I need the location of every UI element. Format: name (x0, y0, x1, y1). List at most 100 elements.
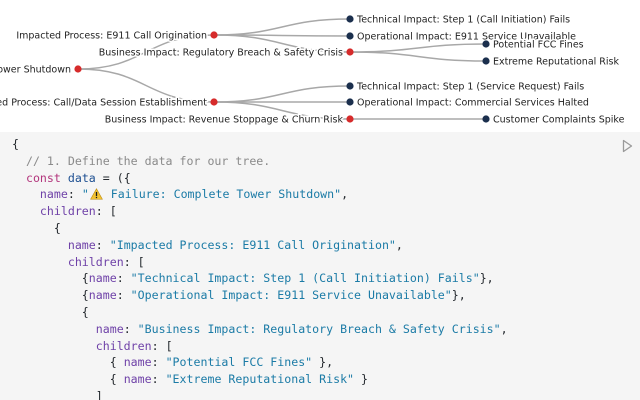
warning-icon (89, 188, 103, 200)
tree-link (213, 85, 351, 103)
code-line: children: [ (12, 254, 145, 271)
node-dot[interactable] (346, 15, 354, 23)
node-label: Technical Impact: Step 1 (Call Initiatio… (356, 15, 570, 26)
node-label: Complete Tower Shutdown (0, 65, 71, 76)
code-token-punct: { (12, 305, 89, 319)
code-token-punct: { (12, 271, 89, 286)
tree-inner-node[interactable]: Complete Tower Shutdown (0, 63, 82, 77)
code-token-key: name (67, 237, 96, 252)
tree-link (77, 34, 215, 70)
code-line: {name: "Operational Impact: E911 Service… (12, 287, 466, 304)
code-token-punct: , (341, 187, 349, 202)
code-token-punct (12, 187, 40, 201)
node-label: Business Impact: Revenue Stoppage & Chur… (105, 115, 344, 126)
code-line: {name: "Technical Impact: Step 1 (Call I… (12, 270, 494, 287)
code-token-key: name (88, 271, 117, 286)
code-line: children: [ (12, 203, 117, 220)
code-token-key: children (95, 338, 152, 353)
code-editor[interactable]: { // 1. Define the data for our tree. co… (0, 132, 640, 400)
tree-leaf-node[interactable]: Potential FCC Fines (482, 38, 585, 52)
node-dot[interactable] (346, 48, 354, 56)
tree-inner-node[interactable]: Impacted Process: Call/Data Session Esta… (0, 96, 218, 110)
code-token-punct: : (116, 288, 131, 303)
code-token-key: children (67, 254, 124, 269)
code-token-punct: { (12, 372, 124, 387)
tree-leaf-node[interactable]: Operational Impact: Commercial Services … (346, 96, 590, 110)
node-dot[interactable] (482, 40, 490, 48)
node-dot[interactable] (346, 98, 354, 106)
tree-leaf-node[interactable]: Extreme Reputational Risk (482, 55, 621, 69)
node-dot[interactable] (74, 65, 82, 73)
tree-inner-node[interactable]: Business Impact: Regulatory Breach & Saf… (97, 46, 354, 60)
node-label: Impacted Process: E911 Call Origination (16, 31, 207, 42)
code-line: { (12, 304, 89, 321)
code-token-punct: : (67, 187, 82, 202)
node-dot[interactable] (482, 57, 490, 65)
tree-leaf-node[interactable]: Operational Impact: E911 Service Unavail… (346, 30, 578, 44)
tree-link (213, 34, 351, 53)
code-line: name: "Impacted Process: E911 Call Origi… (12, 237, 403, 254)
code-line: const data = ({ (12, 170, 131, 187)
code-token-punct: : [ (123, 254, 145, 269)
code-line: name: " Failure: Complete Tower Shutdown… (12, 186, 348, 203)
tree-leaf-node[interactable]: Technical Impact: Step 1 (Call Initiatio… (346, 13, 572, 27)
code-token-punct: , (500, 321, 508, 336)
code-token-punct: }, (479, 271, 494, 286)
node-label: Operational Impact: Commercial Services … (357, 98, 589, 109)
code-token-string: Failure: Complete Tower Shutdown" (103, 187, 342, 202)
code-token-punct: }, (312, 355, 334, 370)
code-token-keyword: const (25, 170, 61, 185)
code-token-comment: // 1. Define the data for our tree. (12, 153, 271, 168)
code-token-punct: }, (451, 288, 466, 303)
code-token-key: name (39, 187, 68, 202)
code-token-string: "Impacted Process: E911 Call Origination… (109, 237, 396, 252)
tree-leaf-node[interactable]: Technical Impact: Step 1 (Service Reques… (346, 80, 586, 94)
node-dot[interactable] (210, 31, 218, 39)
node-label: Extreme Reputational Risk (493, 57, 619, 68)
code-token-punct (61, 171, 68, 185)
tree-inner-node[interactable]: Impacted Process: E911 Call Origination (15, 29, 218, 43)
code-token-punct (12, 171, 26, 185)
code-token-punct (12, 339, 96, 353)
node-label: Customer Complaints Spike (493, 115, 625, 126)
code-token-punct: : (151, 355, 166, 370)
code-line: { name: "Potential FCC Fines" }, (12, 354, 333, 371)
tree-link (77, 68, 215, 103)
code-line: name: "Business Impact: Regulatory Breac… (12, 321, 508, 338)
code-token-punct: : (151, 372, 166, 387)
node-dot[interactable] (482, 115, 490, 123)
node-dot[interactable] (346, 32, 354, 40)
code-token-punct: { (12, 221, 61, 235)
node-dot[interactable] (210, 98, 218, 106)
code-token-punct: { (12, 355, 124, 370)
code-token-key: name (95, 321, 124, 336)
code-token-key: name (123, 355, 152, 370)
code-line: // 1. Define the data for our tree. (12, 153, 270, 170)
code-token-var: data (67, 170, 96, 185)
code-token-punct: } (354, 372, 369, 387)
code-token-punct (12, 204, 40, 218)
code-line: children: [ (12, 338, 173, 355)
code-token-punct: ] (12, 389, 103, 400)
code-token-key: children (39, 204, 96, 219)
code-token-string: " (81, 187, 89, 202)
code-token-punct (12, 238, 68, 252)
code-token-key: name (88, 288, 117, 303)
tree-link (349, 51, 487, 62)
code-token-punct: { (12, 288, 89, 303)
code-line: { name: "Extreme Reputational Risk" } (12, 371, 368, 388)
tree-leaf-node[interactable]: Customer Complaints Spike (482, 113, 626, 127)
code-token-punct: : [ (95, 204, 117, 219)
code-line: { (12, 136, 19, 153)
code-token-punct: { (12, 137, 19, 151)
node-dot[interactable] (346, 82, 354, 90)
play-icon[interactable] (620, 139, 634, 153)
node-label: Business Impact: Regulatory Breach & Saf… (99, 48, 343, 59)
code-token-string: "Potential FCC Fines" (165, 355, 313, 370)
code-token-punct: , (395, 237, 403, 252)
code-token-punct: : (123, 321, 138, 336)
code-token-string: "Business Impact: Regulatory Breach & Sa… (137, 321, 501, 336)
node-dot[interactable] (346, 115, 354, 123)
tree-inner-node[interactable]: Business Impact: Revenue Stoppage & Chur… (103, 113, 354, 127)
